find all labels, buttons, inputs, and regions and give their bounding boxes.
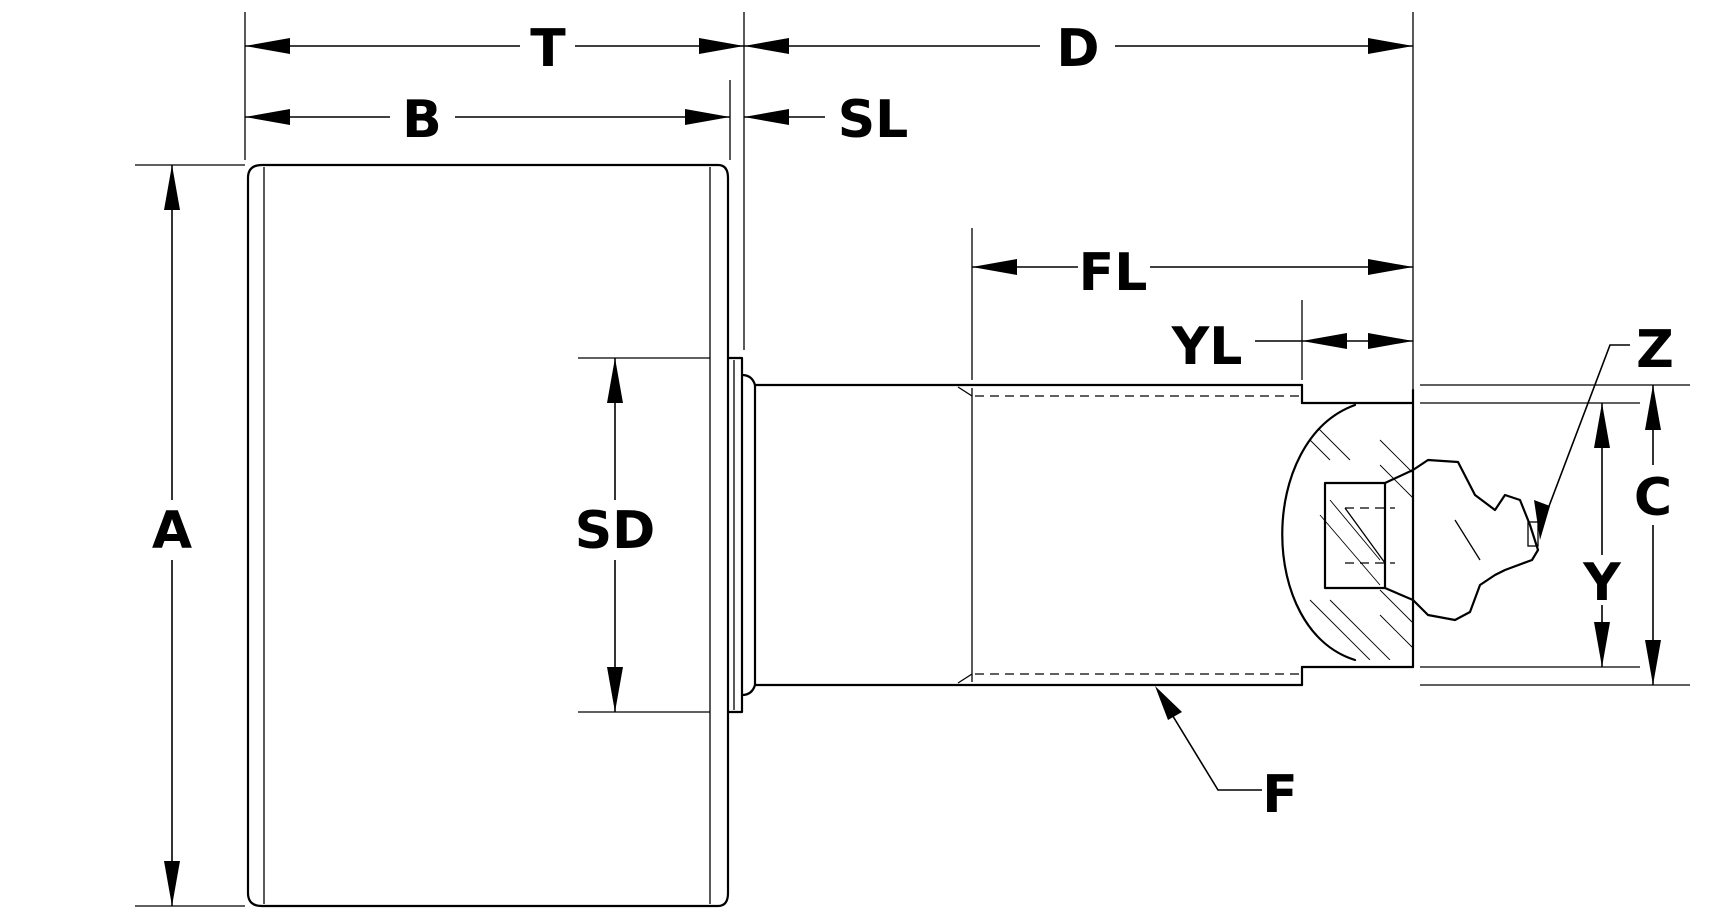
label-t: T — [530, 19, 566, 79]
thread-hidden-lines — [957, 386, 1302, 684]
roller-body — [246, 163, 730, 908]
label-d: D — [1056, 19, 1099, 79]
label-a: A — [152, 501, 192, 561]
hex-socket-section — [1281, 403, 1414, 662]
label-f: F — [1262, 765, 1298, 825]
dimension-lines — [164, 38, 1661, 906]
label-fl: FL — [1079, 243, 1148, 303]
extension-lines — [135, 12, 1690, 907]
leader-lines — [1155, 344, 1630, 791]
grease-fitting — [1383, 458, 1540, 622]
label-z: Z — [1636, 320, 1674, 380]
stud-shaft — [753, 383, 1415, 687]
stud-shoulder — [726, 356, 757, 714]
dimension-labels: T D B SL A SD FL YL Z C Y F — [152, 19, 1674, 825]
label-sl: SL — [838, 90, 909, 150]
label-b: B — [402, 90, 442, 150]
label-yl: YL — [1171, 317, 1243, 377]
label-sd: SD — [575, 501, 656, 561]
label-y: Y — [1582, 553, 1622, 613]
label-c: C — [1634, 468, 1672, 528]
